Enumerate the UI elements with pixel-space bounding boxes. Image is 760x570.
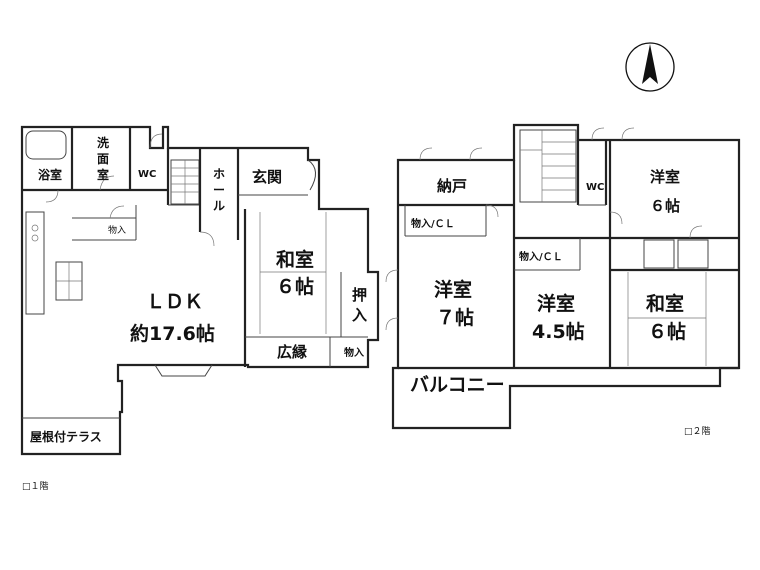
washitsu-size-label: ６帖	[276, 275, 314, 298]
hall-label-2: ー	[213, 183, 225, 197]
youshitsu-7-name-label: 洋室	[434, 278, 472, 301]
youshitsu-ne-size-label: ６帖	[650, 197, 680, 215]
floor2-walls	[391, 123, 741, 430]
hall-label-3: ル	[213, 199, 225, 213]
bath-label: 浴室	[38, 167, 62, 182]
wc-label: WC	[138, 169, 156, 180]
oshiire-label-1: 押	[352, 286, 367, 304]
floor1-walls	[20, 125, 380, 456]
closet-small-label: 物入	[108, 224, 126, 236]
oshiire-label-2: 入	[352, 306, 367, 324]
terrace-label: 屋根付テラス	[30, 429, 102, 444]
entrance-label: 玄関	[252, 168, 282, 186]
washitsu-2-size-label: ６帖	[648, 320, 686, 343]
youshitsu-45-name-label: 洋室	[537, 292, 575, 315]
washroom-label-1: 洗	[97, 135, 109, 150]
washitsu-name-label: 和室	[276, 248, 314, 271]
ldk-size-label: 約17.6帖	[130, 322, 215, 345]
floor1-doors	[45, 133, 215, 247]
north-arrow-icon	[625, 42, 675, 92]
washitsu-2-name-label: 和室	[646, 292, 684, 315]
ldk-name-label: ＬＤＫ	[146, 291, 203, 313]
hiroen-label: 広縁	[277, 343, 307, 361]
youshitsu-45-size-label: 4.5帖	[532, 320, 585, 343]
floor2-caption: □２階	[684, 426, 711, 437]
closet-cl-mid-label: 物入/ＣＬ	[519, 250, 563, 263]
wc-2-label: WC	[586, 182, 604, 193]
floor1-caption: □１階	[22, 481, 49, 492]
closet-hiroen-label: 物入	[344, 346, 364, 359]
hall-label-1: ホ	[213, 167, 225, 181]
closet-cl-left-label: 物入/ＣＬ	[411, 217, 455, 230]
floor2-doors	[385, 127, 703, 331]
washroom-label-3: 室	[97, 167, 109, 182]
youshitsu-ne-name-label: 洋室	[650, 168, 680, 186]
youshitsu-7-size-label: ７帖	[436, 306, 474, 329]
nando-label: 納戸	[437, 177, 467, 195]
washroom-label-2: 面	[97, 152, 109, 166]
balcony-label: バルコニー	[410, 374, 505, 396]
